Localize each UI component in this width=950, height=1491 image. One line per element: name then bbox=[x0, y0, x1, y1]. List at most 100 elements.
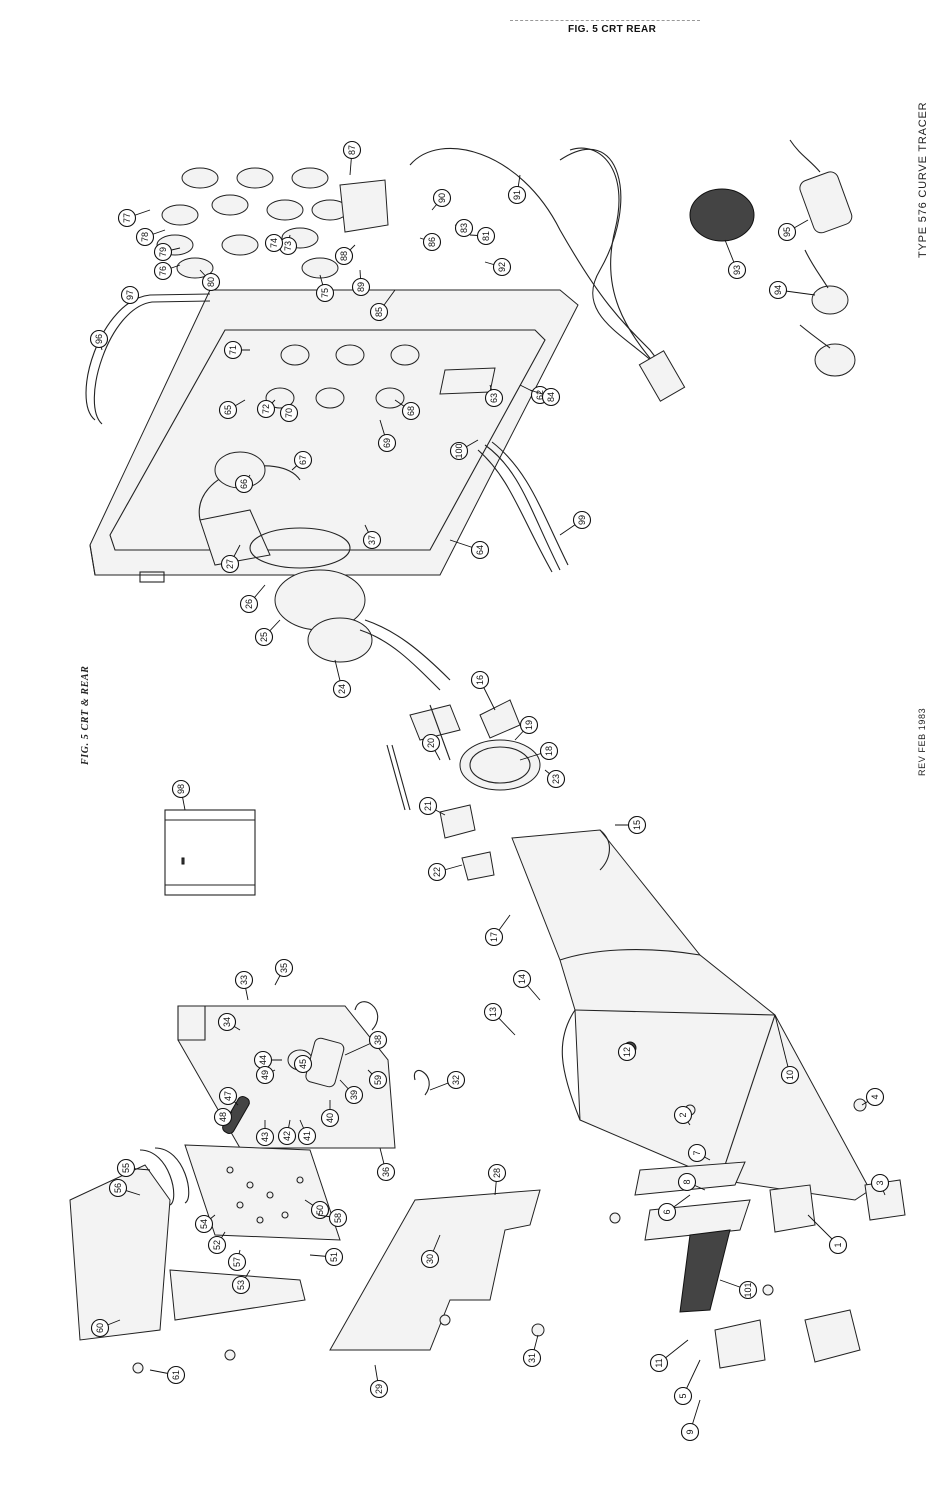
callout-bubble bbox=[135, 227, 155, 247]
callout-bubble bbox=[201, 272, 221, 292]
callout-5: 5 bbox=[673, 1359, 701, 1406]
callout-number: 101 bbox=[743, 1282, 753, 1297]
callout-number: 75 bbox=[320, 288, 330, 298]
callout-39: 39 bbox=[339, 1079, 364, 1105]
callout-bubble bbox=[116, 1158, 136, 1178]
callout-bubble bbox=[768, 280, 788, 300]
callout-number: 67 bbox=[298, 455, 308, 465]
board-components bbox=[226, 1166, 304, 1224]
callout-67: 67 bbox=[291, 450, 313, 471]
callout-bubble bbox=[677, 1172, 697, 1192]
callout-number: 15 bbox=[632, 820, 642, 830]
callout-3: 3 bbox=[870, 1173, 890, 1196]
callout-60: 60 bbox=[90, 1318, 121, 1338]
callout-bubble bbox=[254, 627, 274, 647]
callout-bubble bbox=[315, 283, 335, 303]
callout-bubble bbox=[342, 140, 362, 160]
callout-94: 94 bbox=[768, 280, 816, 300]
callout-78: 78 bbox=[135, 227, 166, 247]
callout-44: 44 bbox=[253, 1050, 282, 1070]
callout-number: 28 bbox=[492, 1168, 502, 1178]
callout-2: 2 bbox=[673, 1105, 693, 1126]
callout-bubble bbox=[487, 1163, 507, 1183]
callout-number: 42 bbox=[282, 1131, 292, 1141]
callout-bubble bbox=[422, 232, 442, 252]
callout-101: 101 bbox=[719, 1279, 758, 1300]
crt-yoke bbox=[249, 527, 451, 691]
callout-48: 48 bbox=[213, 1107, 233, 1127]
callout-number: 19 bbox=[524, 720, 534, 730]
callout-70: 70 bbox=[279, 403, 299, 423]
callout-bubble bbox=[223, 340, 243, 360]
callout-number: 45 bbox=[298, 1059, 308, 1069]
callout-29: 29 bbox=[369, 1364, 389, 1399]
callout-bubble bbox=[539, 741, 559, 761]
callout-bubble bbox=[470, 540, 490, 560]
callout-19: 19 bbox=[514, 715, 539, 741]
callout-number: 94 bbox=[773, 285, 783, 295]
callout-number: 66 bbox=[239, 479, 249, 489]
callout-74: 74 bbox=[264, 233, 284, 253]
callout-24: 24 bbox=[332, 659, 352, 699]
callout-14: 14 bbox=[512, 969, 541, 1001]
callout-number: 88 bbox=[339, 251, 349, 261]
callout-bubble bbox=[194, 1214, 214, 1234]
callout-1: 1 bbox=[807, 1214, 848, 1255]
callout-number: 7 bbox=[692, 1150, 702, 1155]
callout-number: 27 bbox=[225, 559, 235, 569]
callout-bubble bbox=[255, 1127, 275, 1147]
callout-23: 23 bbox=[544, 769, 566, 789]
callout-17: 17 bbox=[484, 914, 511, 947]
callout-bubble bbox=[519, 715, 539, 735]
callout-number: 81 bbox=[481, 231, 491, 241]
callout-number: 38 bbox=[373, 1035, 383, 1045]
callout-bubble bbox=[492, 257, 512, 277]
callout-bubble bbox=[649, 1353, 669, 1373]
power-cord bbox=[409, 147, 686, 402]
callout-number: 39 bbox=[349, 1090, 359, 1100]
callout-number: 59 bbox=[373, 1075, 383, 1085]
callout-number: 92 bbox=[497, 262, 507, 272]
callout-40: 40 bbox=[320, 1100, 340, 1128]
callout-bubble bbox=[231, 1275, 251, 1295]
callout-93: 93 bbox=[724, 239, 747, 280]
callout-26: 26 bbox=[239, 584, 266, 614]
callout-59: 59 bbox=[367, 1069, 388, 1090]
callout-bubble bbox=[90, 1318, 110, 1338]
callout-number: 21 bbox=[423, 801, 433, 811]
callout-55: 55 bbox=[116, 1158, 151, 1178]
callout-20: 20 bbox=[421, 733, 441, 761]
callout-number: 74 bbox=[269, 238, 279, 248]
callout-number: 25 bbox=[259, 632, 269, 642]
callout-number: 69 bbox=[382, 438, 392, 448]
circuit-board-50 bbox=[184, 1144, 341, 1241]
callout-43: 43 bbox=[255, 1120, 275, 1147]
callout-33: 33 bbox=[234, 970, 254, 1001]
callout-number: 83 bbox=[459, 223, 469, 233]
callout-36: 36 bbox=[376, 1147, 396, 1182]
callout-bubble bbox=[369, 302, 389, 322]
callout-number: 73 bbox=[283, 241, 293, 251]
callout-bubble bbox=[865, 1087, 885, 1107]
bracket-36-assembly bbox=[177, 1001, 430, 1149]
bracket-60 bbox=[69, 1147, 306, 1341]
callout-bubble bbox=[546, 769, 566, 789]
callout-99: 99 bbox=[559, 510, 592, 536]
callout-bubble bbox=[279, 403, 299, 423]
callout-number: 65 bbox=[223, 405, 233, 415]
callout-number: 95 bbox=[782, 227, 792, 237]
callout-number: 35 bbox=[279, 963, 289, 973]
callout-50: 50 bbox=[304, 1199, 330, 1220]
callout-92: 92 bbox=[484, 257, 512, 277]
callout-bubble bbox=[828, 1235, 848, 1255]
callout-bubble bbox=[454, 218, 474, 238]
callout-bubble bbox=[377, 433, 397, 453]
callout-number: 96 bbox=[94, 334, 104, 344]
callout-bubble bbox=[687, 1143, 707, 1163]
callout-number: 10 bbox=[785, 1070, 795, 1080]
callout-bubble bbox=[351, 277, 371, 297]
callout-85: 85 bbox=[369, 289, 396, 322]
callout-number: 41 bbox=[302, 1131, 312, 1141]
callout-number: 22 bbox=[432, 867, 442, 877]
callout-number: 43 bbox=[260, 1132, 270, 1142]
